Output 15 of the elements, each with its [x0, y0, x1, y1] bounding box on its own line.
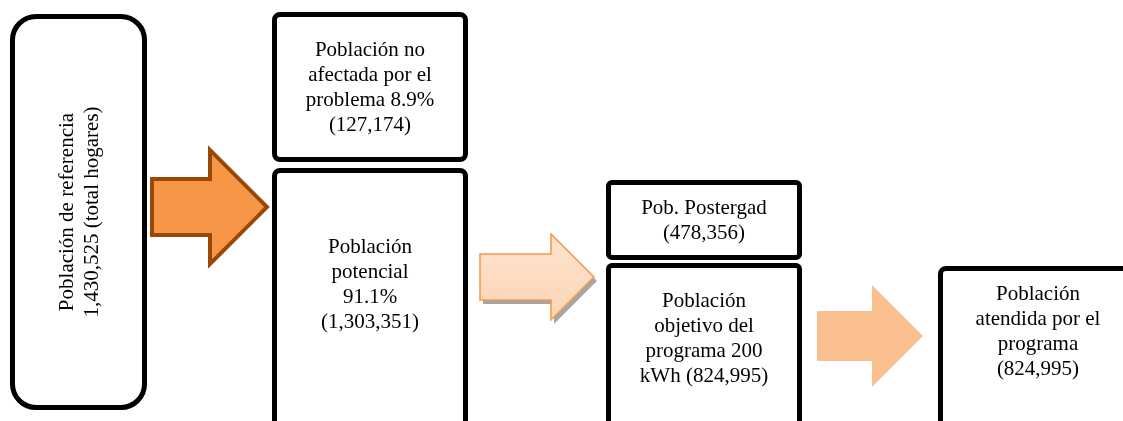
process-box	[272, 168, 468, 421]
process-box	[10, 14, 147, 410]
block-arrow	[479, 232, 597, 324]
process-box	[606, 263, 802, 421]
block-arrow	[150, 145, 270, 269]
box-text: Población de referencia 1,430,525 (total hogares)	[53, 105, 104, 320]
process-box	[606, 180, 802, 260]
box-text: Pob. Postergad (478,356)	[640, 195, 768, 245]
process-box	[272, 12, 468, 162]
box-text: Población potencial 91.1% (1,303,351)	[320, 234, 420, 334]
box-text: Población no afectada por el problema 8.9% (127,174)	[304, 37, 436, 137]
block-arrow	[817, 285, 923, 387]
process-box	[938, 266, 1123, 421]
box-text: Población atendida por el programa (824,995)	[974, 281, 1102, 381]
box-text: Población objetivo del programa 200 kWh (824,995)	[638, 288, 770, 388]
